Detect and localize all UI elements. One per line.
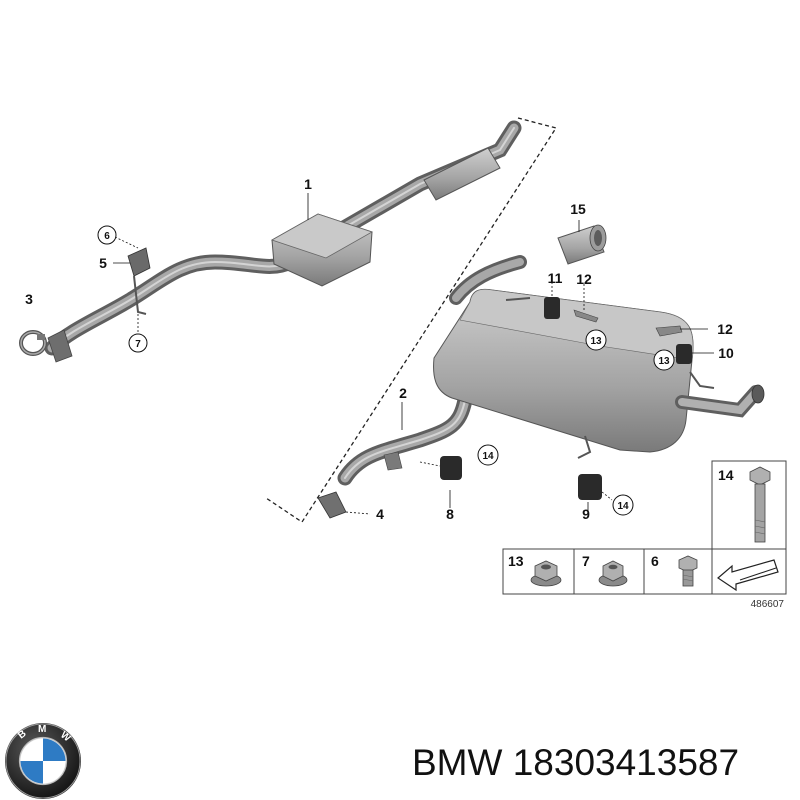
hardware-label-14: 14 <box>718 467 734 483</box>
rubber-mount-part-9 <box>578 474 613 501</box>
callout-2: 2 <box>399 385 407 401</box>
direction-arrow-icon <box>717 559 779 592</box>
callout-13-circled-upper: 13 <box>585 329 607 351</box>
front-pipe-part-1 <box>44 120 522 363</box>
document-number: 486607 <box>751 599 785 610</box>
rubber-mount-part-11 <box>544 282 560 319</box>
callout-1: 1 <box>304 176 312 192</box>
rear-muffler <box>433 255 765 459</box>
hardware-label-7: 7 <box>582 553 590 569</box>
bracket-part-12-right <box>655 325 683 337</box>
bmw-logo: B M W <box>5 723 81 799</box>
hardware-table: 13 7 6 14 <box>502 460 787 610</box>
callout-14-circled-left: 14 <box>477 444 499 466</box>
assembly-boundary-dashed <box>265 117 558 523</box>
svg-text:13: 13 <box>590 336 602 347</box>
clamp-part-3 <box>19 330 47 356</box>
hardware-label-6: 6 <box>651 553 659 569</box>
rubber-mount-part-8 <box>419 456 462 480</box>
bolt-14-icon <box>749 466 771 543</box>
callout-6-circled: 6 <box>97 225 117 245</box>
callout-13-circled-right: 13 <box>653 349 675 371</box>
bracket-part-12-upper <box>573 284 599 323</box>
svg-text:14: 14 <box>617 501 629 512</box>
part-number: 18303413587 <box>512 742 740 783</box>
callout-7-circled: 7 <box>128 333 148 353</box>
callout-9: 9 <box>582 506 590 522</box>
callout-8: 8 <box>446 506 454 522</box>
callout-4: 4 <box>376 506 384 522</box>
callout-14-circled-right: 14 <box>612 494 634 516</box>
svg-text:7: 7 <box>135 339 141 350</box>
callout-12-right: 12 <box>717 321 733 337</box>
callout-3: 3 <box>25 291 33 307</box>
svg-text:M: M <box>38 724 46 735</box>
flange-nut-7-icon <box>598 560 628 587</box>
rubber-mount-part-10 <box>676 344 692 364</box>
svg-text:14: 14 <box>482 451 494 462</box>
callout-5: 5 <box>99 255 107 271</box>
leader-lines <box>113 193 714 512</box>
callout-10: 10 <box>718 345 734 361</box>
hardware-label-13: 13 <box>508 553 524 569</box>
callout-15: 15 <box>570 201 586 217</box>
tailpipe-part-15 <box>557 224 607 265</box>
svg-text:6: 6 <box>104 231 110 242</box>
bolt-6-icon <box>678 555 698 587</box>
flange-nut-13-icon <box>530 560 562 587</box>
callout-11: 11 <box>548 270 563 286</box>
svg-text:13: 13 <box>658 356 670 367</box>
brand-part-number: BMW 18303413587 <box>412 738 792 788</box>
bracket-part-5 <box>114 236 151 333</box>
brand-name: BMW <box>412 742 503 783</box>
bracket-part-4 <box>317 491 371 519</box>
callout-12-upper: 12 <box>576 271 592 287</box>
